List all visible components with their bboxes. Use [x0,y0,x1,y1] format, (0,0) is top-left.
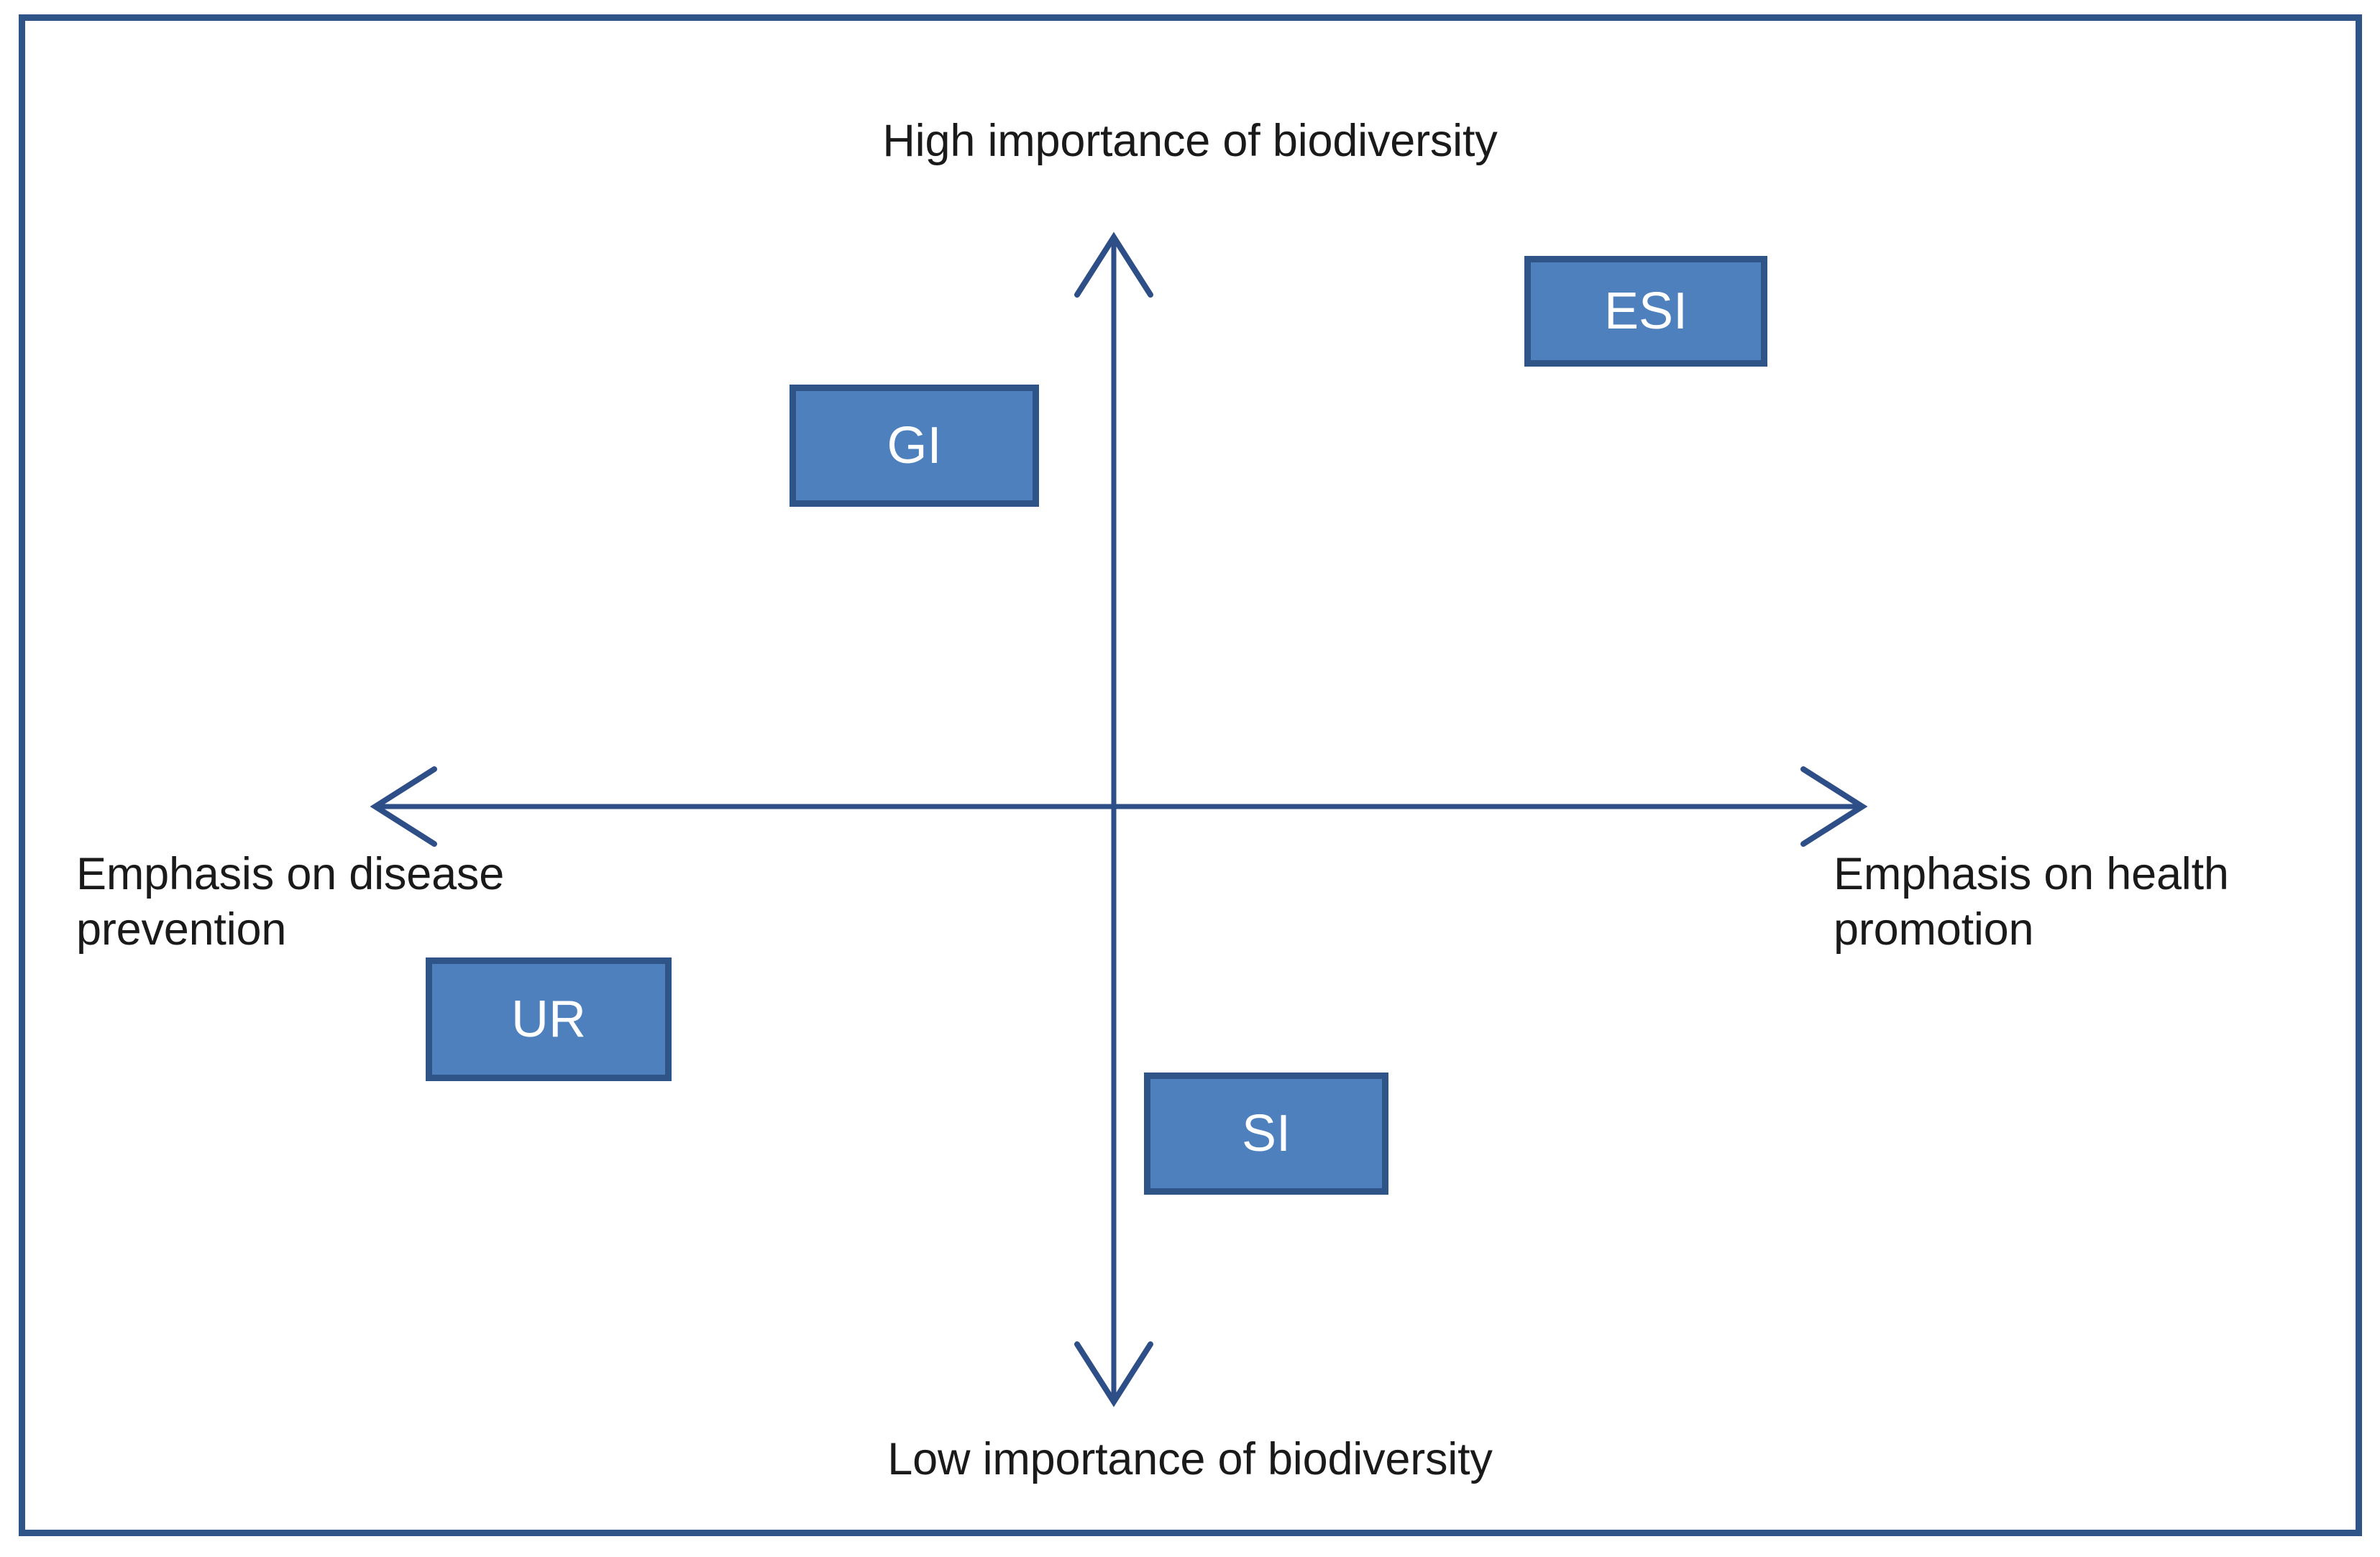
y-axis-bottom-label: Low importance of biodiversity [887,1434,1493,1484]
y-axis-top-label: High importance of biodiversity [882,116,1498,166]
diagram-frame [19,14,2362,1536]
x-axis-left-label: Emphasis on disease prevention [76,849,505,955]
x-axis-right-label: Emphasis on health promotion [1834,849,2229,955]
concept-box-ur[interactable]: UR [426,957,672,1081]
concept-box-esi[interactable]: ESI [1524,256,1767,367]
concept-box-si[interactable]: SI [1144,1073,1388,1195]
concept-box-gi[interactable]: GI [789,385,1039,507]
